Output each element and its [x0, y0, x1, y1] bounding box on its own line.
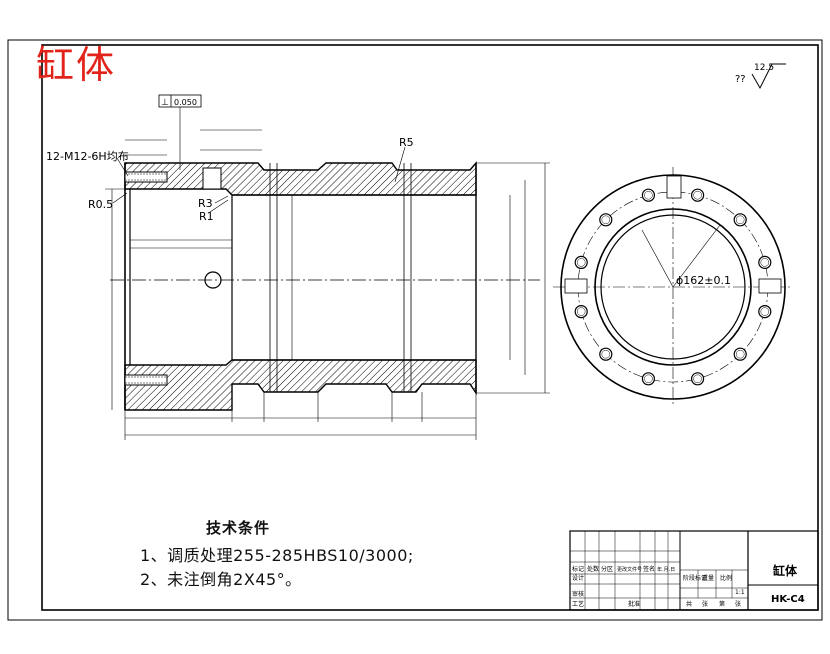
- tech-requirement-1: 1、调质处理255-285HBS10/3000;: [140, 546, 414, 565]
- drawing-number: HK-C4: [771, 594, 805, 605]
- tb-header-4: 签名: [643, 565, 655, 573]
- bore-diameter-label: ϕ162±0.1: [676, 274, 731, 287]
- sheet-title: 缸体: [36, 43, 117, 87]
- oil-port: [202, 167, 222, 190]
- bolt-hole-thread: [760, 307, 770, 316]
- thread-hole-bottom: [124, 374, 168, 386]
- tb-row-1: 审核: [572, 590, 584, 598]
- tolerance-value: 0.050: [174, 98, 197, 107]
- bolt-hole-thread: [735, 215, 745, 225]
- bolt-hole-thread: [735, 349, 745, 359]
- tb-row-0: 设计: [572, 574, 584, 582]
- radius-r3: R3: [198, 197, 213, 210]
- mid-header-0: 阶段标记: [683, 574, 707, 582]
- end-view: ϕ162±0.1: [553, 167, 793, 407]
- tb-header-2: 分区: [601, 565, 613, 573]
- bolt-hole-thread: [644, 374, 653, 384]
- roughness-value: 12.5: [754, 63, 774, 73]
- radius-r05: R0.5: [88, 198, 113, 211]
- tb-header-1: 处数: [587, 565, 599, 573]
- radius-leaders: [112, 146, 406, 213]
- tb-row-2: 工艺: [572, 600, 584, 608]
- roughness-symbol: ?? 12.5: [735, 63, 786, 90]
- sheet-text-3: 张: [735, 600, 741, 608]
- bolt-hole-thread: [760, 258, 770, 267]
- title-block: [569, 530, 819, 611]
- title-block-text: 缸体 HK-C4 1:1 阶段标记 重量 比例 共 张 第 张 标记 处数 分区…: [572, 563, 805, 608]
- radius-r1: R1: [199, 210, 214, 223]
- tolerance-symbol: ⊥: [161, 98, 169, 108]
- tb-header-0: 标记: [572, 565, 584, 573]
- tb-approve: 批准: [628, 600, 640, 608]
- bolt-hole-thread: [693, 374, 702, 384]
- port-slot-left: [564, 278, 588, 294]
- section-view: [110, 161, 540, 411]
- port-slot-right: [758, 278, 782, 294]
- tech-requirement-2: 2、未注倒角2X45°。: [140, 570, 302, 589]
- roughness-prefix: ??: [735, 74, 746, 85]
- bolt-hole-thread: [601, 215, 611, 225]
- perpendicularity-frame: ⊥ 0.050: [158, 94, 202, 170]
- inner-frame: [41, 44, 819, 611]
- dimension-lines: [105, 129, 550, 440]
- tech-requirements-title: 技术条件: [206, 519, 271, 537]
- thread-note: 12-M12-6H均布: [46, 150, 129, 163]
- sheet-text-0: 共: [686, 600, 692, 608]
- part-name: 缸体: [773, 563, 798, 578]
- bolt-hole-thread: [644, 190, 653, 200]
- tb-header-5: 年.月.日: [657, 566, 675, 573]
- radius-r5: R5: [399, 136, 414, 149]
- thread-hole-top: [124, 171, 168, 183]
- mid-header-1: 重量: [702, 574, 714, 582]
- sheet-text-1: 张: [702, 600, 708, 608]
- mid-header-2: 比例: [720, 574, 732, 582]
- bolt-hole-thread: [601, 349, 611, 359]
- port-slot-top: [666, 175, 682, 199]
- bolt-hole-thread: [576, 307, 586, 316]
- outer-frame: [7, 39, 823, 621]
- bolt-hole-thread: [693, 190, 702, 200]
- bolt-hole-thread: [576, 258, 586, 267]
- section-bottom-wall: [124, 359, 477, 411]
- bolt-holes: [574, 188, 772, 386]
- section-top-wall: [124, 161, 477, 196]
- sheet-text-2: 第: [719, 600, 725, 608]
- tb-header-3: 更改文件号: [617, 566, 642, 573]
- scale-value: 1:1: [735, 589, 745, 596]
